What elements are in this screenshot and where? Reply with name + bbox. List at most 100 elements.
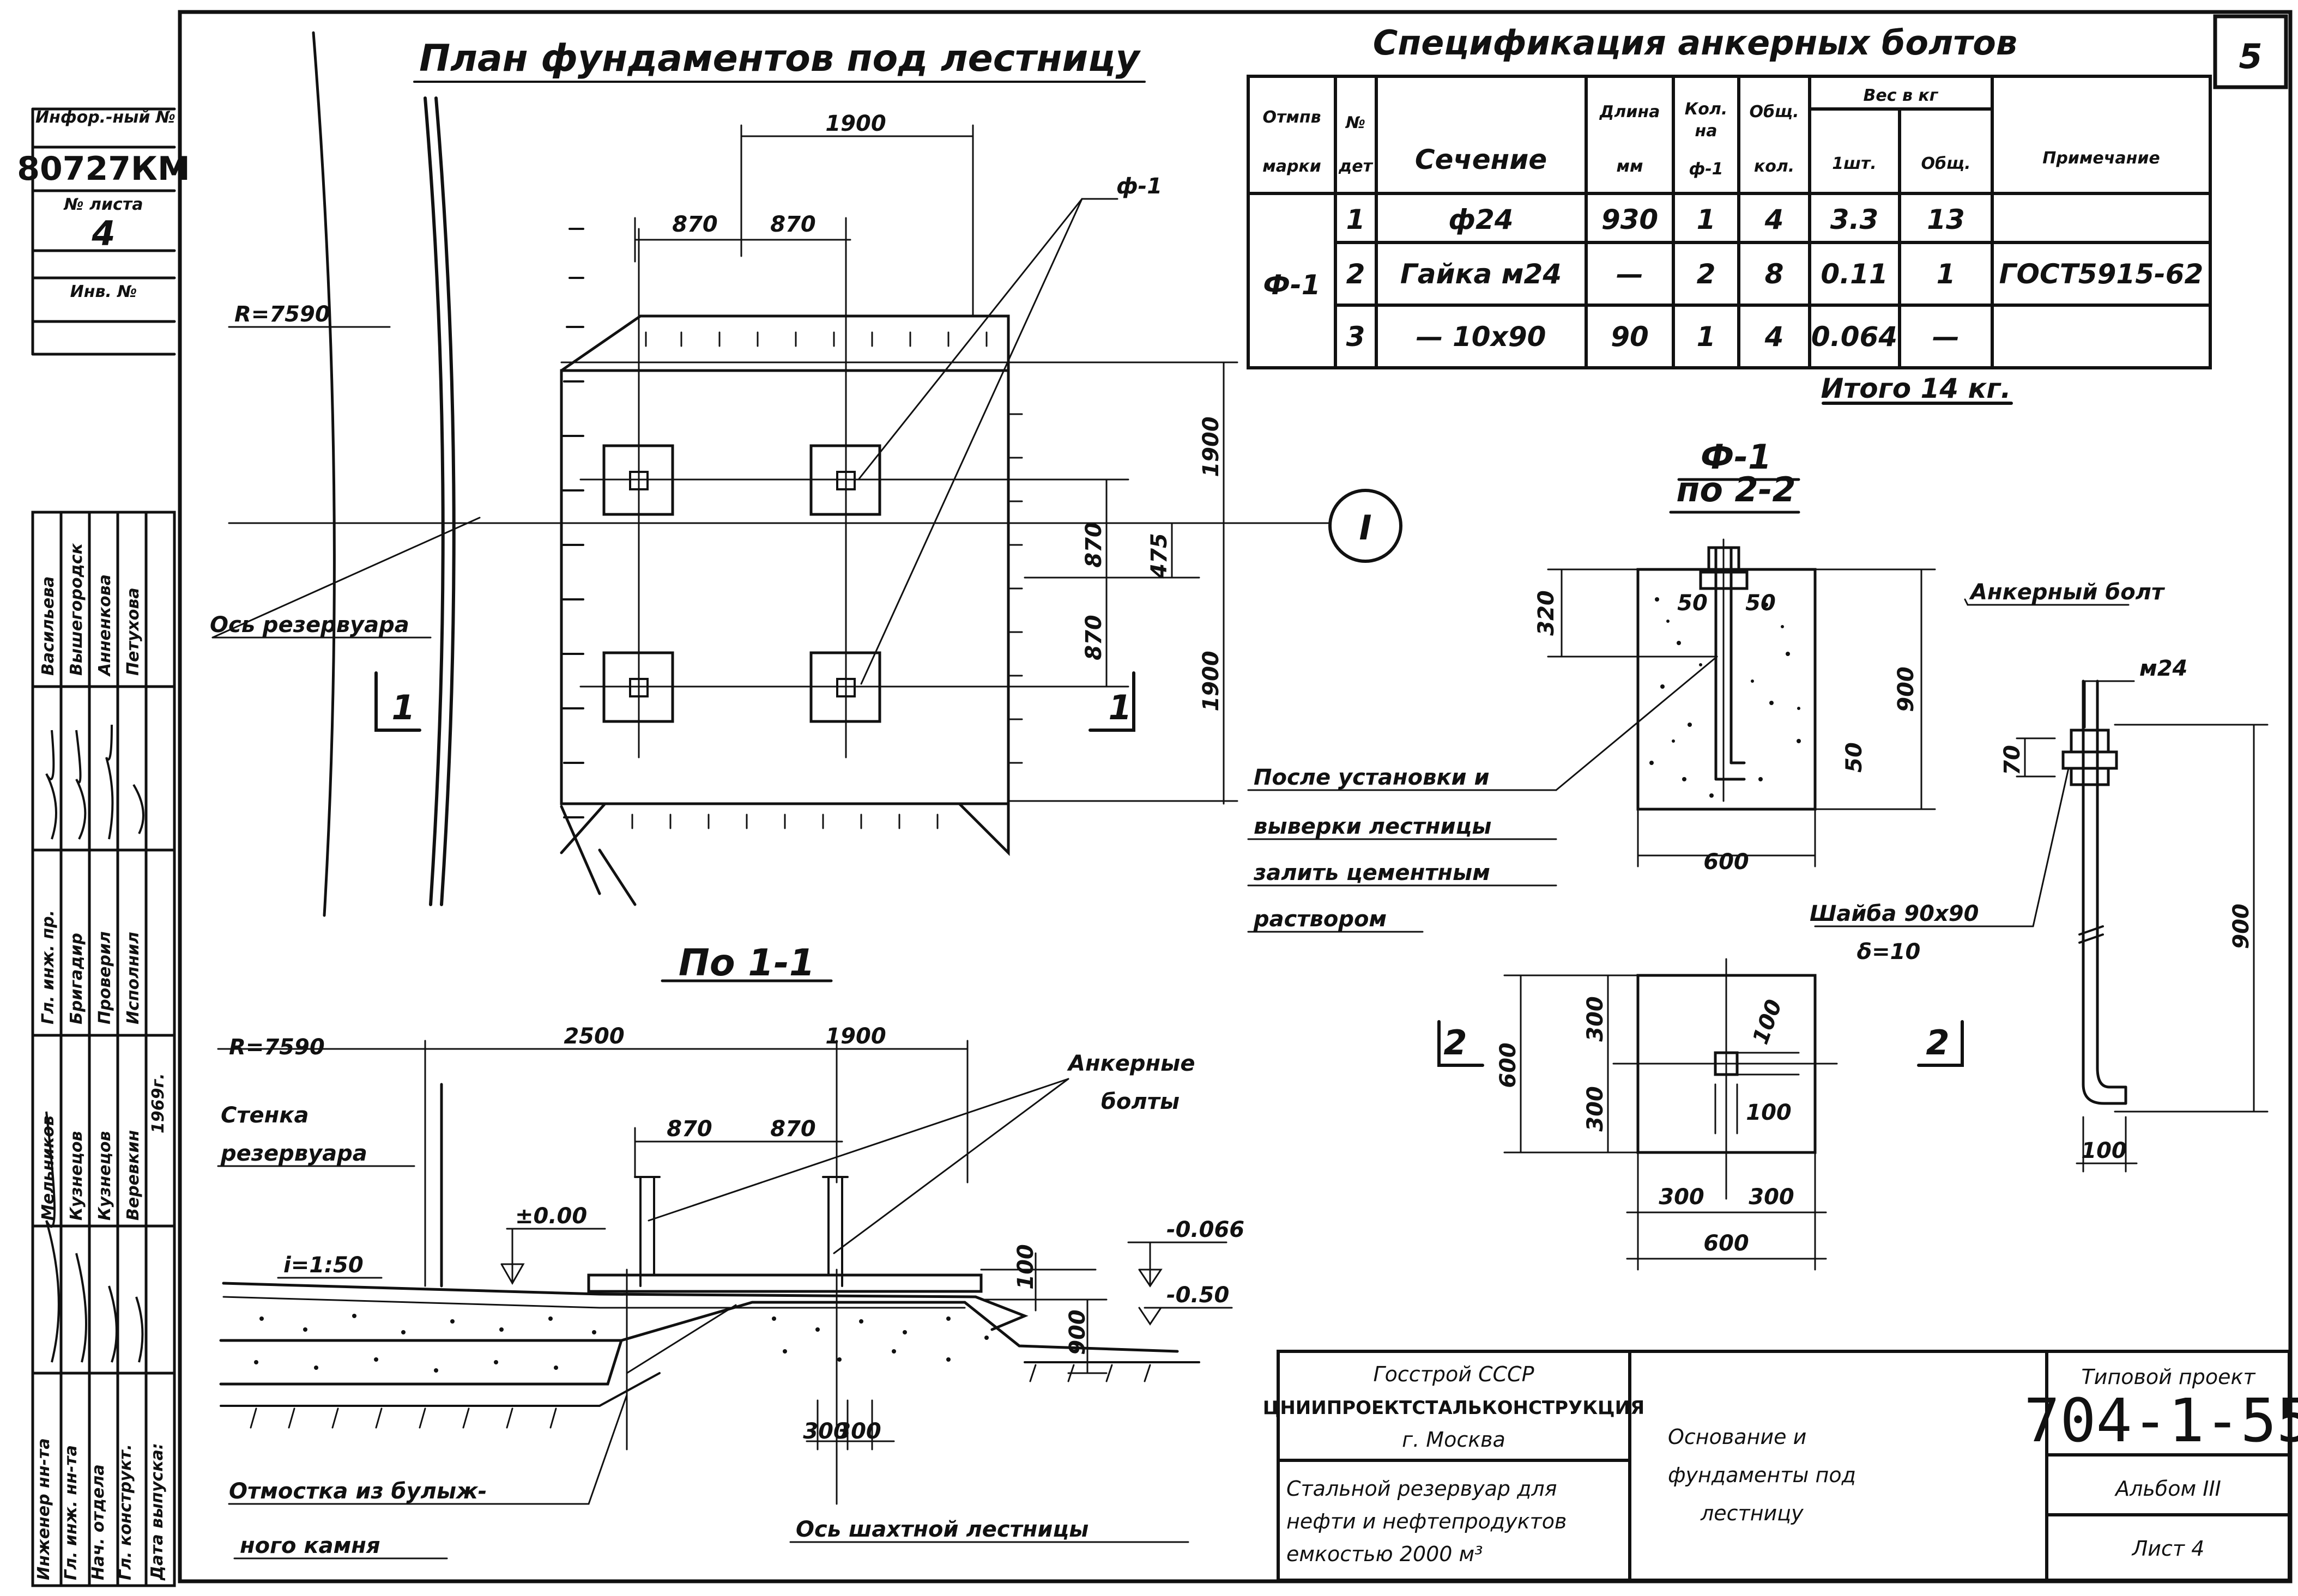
- spec-cell: ф24: [1448, 204, 1513, 235]
- grout-note-2: выверки лестницы: [1254, 814, 1491, 839]
- spec-cell: 3.3: [1830, 204, 1879, 235]
- strip-name: Веревкин: [124, 1130, 143, 1221]
- s11-dim-300a: 300: [803, 1419, 849, 1444]
- s11-radius: R=7590: [229, 1035, 325, 1060]
- plan-dim-h475: 475: [1147, 533, 1172, 579]
- strip-role: Инженер нн-та: [34, 1438, 53, 1580]
- strip-roles-a: Гл. инж. пр. Бригадир Проверил Исполнил: [39, 910, 143, 1024]
- strip-sheet-no: 4: [91, 214, 115, 253]
- section-1-1: [217, 979, 1233, 1559]
- plan-2-2: [1437, 958, 1964, 1271]
- plan-dim-870b: 870: [770, 212, 816, 237]
- spec-header-length-1: Длина: [1599, 102, 1660, 122]
- spec-header-mark-1: Отмпв: [1262, 108, 1321, 127]
- spec-row-1: 1 ф24 930 1 4 3.3 13: [1346, 204, 1965, 235]
- spec-table-grid: [1247, 75, 2212, 405]
- sheet-number: 5: [2239, 37, 2262, 76]
- spec-cell: 2: [1346, 258, 1365, 290]
- s11-dim-2500: 2500: [564, 1024, 624, 1049]
- s11-fill-1: Отмостка из булыж-: [229, 1479, 487, 1504]
- spec-header-qtyper-3: ф-1: [1689, 160, 1723, 179]
- spec-row-2: 2 Гайка м24 — 2 8 0.11 1 ГОСТ5915-62: [1346, 258, 2204, 290]
- spec-cell: 930: [1601, 204, 1658, 235]
- s11-mark-050: -0.50: [1166, 1283, 1229, 1308]
- plan-dim-h870b: 870: [1081, 615, 1106, 660]
- spec-header-qtytotal-2: кол.: [1754, 157, 1794, 176]
- spec-header-weight-one: 1шт.: [1832, 154, 1877, 173]
- p22-dim-300c: 300: [1659, 1185, 1704, 1210]
- strip-roles-b: Инженер нн-та Гл. инж. нн-та Нач. отдела…: [34, 1438, 167, 1581]
- p22-dim-600b: 600: [1703, 1231, 1749, 1256]
- tb-project: 704-1-55: [2024, 1386, 2298, 1455]
- spec-header-qtyper-2: на: [1695, 122, 1718, 141]
- spec-cell: 3: [1346, 321, 1365, 353]
- spec-title: Спецификация анкерных болтов: [1373, 23, 2017, 63]
- spec-cell: 8: [1765, 258, 1784, 290]
- sheet-frame: [178, 10, 2293, 1583]
- tb-city: г. Москва: [1402, 1428, 1505, 1452]
- tb-sheet: Лист 4: [2131, 1537, 2205, 1561]
- spec-cell: 90: [1611, 321, 1649, 353]
- spec-cell: 13: [1927, 204, 1965, 235]
- strip-name: Вышегородск: [67, 543, 86, 676]
- spec-cell: — 10х90: [1416, 321, 1546, 353]
- strip-names-b: Мельников Кузнецов Кузнецов Веревкин 196…: [39, 1073, 168, 1221]
- strip-name: Кузнецов: [95, 1131, 114, 1221]
- detail-f1-section: [1247, 478, 1936, 933]
- strip-name: 1969г.: [149, 1073, 168, 1133]
- strip-role: Гл. инж. пр.: [39, 910, 58, 1024]
- strip-role: Гл. конструкт.: [116, 1444, 135, 1580]
- bolt-label: Анкерный болт: [1969, 580, 2166, 605]
- strip-names-a: Васильева Вышегородск Анненкова Петухова: [39, 543, 143, 677]
- s11-ladder-axis: Ось шахтной лестницы: [796, 1517, 1088, 1542]
- tb-desc-1: Стальной резервуар для: [1286, 1477, 1557, 1501]
- s11-dim-870a: 870: [667, 1116, 712, 1142]
- strip-name: Петухова: [124, 587, 143, 676]
- grout-note-3: залить цементным: [1253, 860, 1490, 885]
- plan-dim-h1900b: 1900: [1199, 651, 1224, 711]
- p22-dim-300b: 300: [1583, 1086, 1608, 1132]
- p22-mark-left: 2: [1443, 1023, 1467, 1063]
- strip-role: Проверил: [95, 931, 114, 1024]
- spec-cell: 0.064: [1811, 321, 1897, 353]
- strip-name: Васильева: [39, 576, 58, 676]
- spec-cell: 1: [1937, 258, 1956, 290]
- p22-dim-100a: 100: [1748, 996, 1787, 1047]
- p22-dim-300a: 300: [1583, 996, 1608, 1042]
- spec-header-detail-1: №: [1345, 113, 1365, 132]
- callout-circle-one: [1328, 489, 1402, 563]
- s11-slope: i=1:50: [283, 1253, 364, 1278]
- p22-dim-100b: 100: [1746, 1100, 1792, 1125]
- bolt-washer: Шайба 90х90: [1810, 901, 1979, 926]
- f1-dim-900: 900: [1894, 666, 1919, 712]
- plan-callout-f1: ф-1: [1116, 174, 1162, 199]
- spec-header-weight: Вес в кг: [1864, 86, 1939, 105]
- strip-role: Дата выпуска:: [148, 1443, 167, 1581]
- spec-cell: Гайка м24: [1400, 258, 1562, 290]
- title-block: [1277, 1350, 2291, 1582]
- spec-cell: ГОСТ5915-62: [1999, 258, 2204, 290]
- detail-f1-title: Ф-1: [1701, 437, 1771, 477]
- spec-cell: 2: [1697, 258, 1716, 290]
- s11-bolts-2: болты: [1101, 1089, 1180, 1114]
- plan-dim-width: 1900: [825, 111, 886, 136]
- spec-header-weight-total: Общ.: [1921, 154, 1970, 173]
- s11-dim-1900: 1900: [825, 1024, 886, 1049]
- s11-zero: ±0.00: [515, 1204, 587, 1229]
- detail-f1-subtitle: по 2-2: [1676, 470, 1795, 509]
- tb-name-2: фундаменты под: [1668, 1463, 1856, 1487]
- f1-dim-50c: 50: [1842, 742, 1867, 773]
- strip-role: Бригадир: [67, 933, 86, 1024]
- tb-album: Альбом III: [2114, 1477, 2221, 1501]
- spec-header-detail-2: дет: [1338, 157, 1374, 176]
- spec-header-qtyper-1: Кол.: [1685, 100, 1728, 119]
- plan-view: [211, 31, 1402, 917]
- strip-sheet-label: № листа: [63, 195, 143, 214]
- s11-dim-300b: 300: [836, 1419, 881, 1444]
- tb-name-3: лестницу: [1700, 1501, 1804, 1525]
- bolt-dim-900: 900: [2229, 903, 2254, 949]
- s11-mark-0066: -0.066: [1166, 1217, 1244, 1242]
- tb-desc-2: нефти и нефтепродуктов: [1286, 1509, 1567, 1533]
- spec-cell: —: [1932, 321, 1960, 353]
- signatures: [45, 724, 144, 1363]
